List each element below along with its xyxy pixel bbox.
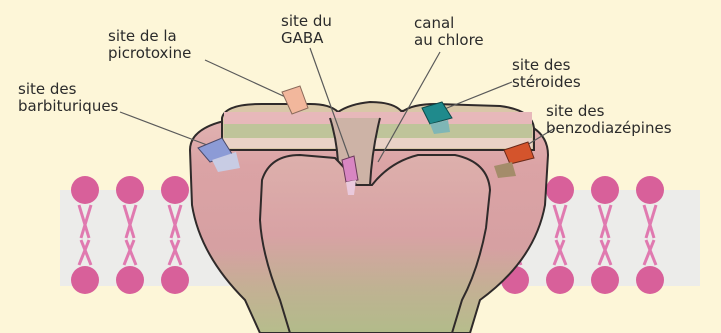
pointer-picrotoxine (205, 60, 292, 100)
receptor-front-subunit (260, 155, 490, 333)
lipid-head (591, 176, 619, 204)
label-site-benzodiazepines: site des benzodiazépines (546, 103, 672, 137)
receptor-band-light (224, 138, 532, 148)
lipid-head (161, 266, 189, 294)
lipid-head (71, 176, 99, 204)
lipid-head (636, 176, 664, 204)
label-canal-chlore: canal au chlore (414, 15, 484, 49)
label-site-steroides: site des stéroides (512, 57, 581, 91)
lipid-head (116, 176, 144, 204)
lipid-head (546, 266, 574, 294)
lipid-head (636, 266, 664, 294)
lipid-head (71, 266, 99, 294)
label-site-gaba: site du GABA (281, 13, 332, 47)
lipid-head (546, 176, 574, 204)
lipid-head (161, 176, 189, 204)
lipid-head (116, 266, 144, 294)
lipid-head (591, 266, 619, 294)
label-site-barbituriques: site des barbituriques (18, 81, 118, 115)
label-site-picrotoxine: site de la picrotoxine (108, 28, 191, 62)
